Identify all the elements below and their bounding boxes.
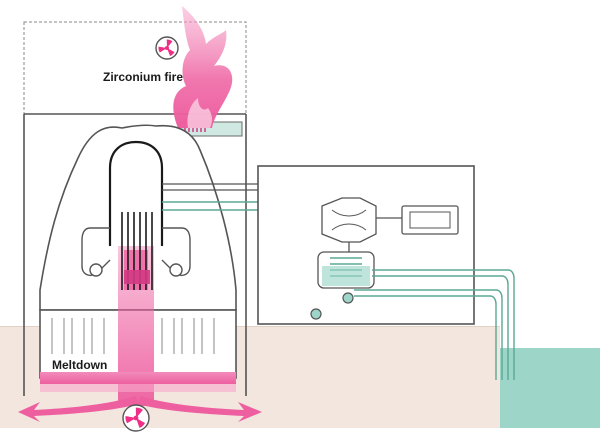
radiation-icon: [155, 36, 179, 60]
generator: [401, 205, 459, 235]
zirconium-fire-label: Zirconium fire: [103, 70, 184, 84]
turbine: [321, 197, 402, 243]
core-fuel: [124, 270, 150, 284]
radiation-icon: [122, 404, 150, 432]
turbine-building: [257, 165, 475, 325]
recirculation-loops: [81, 227, 191, 277]
reactor-pressure-vessel: [108, 140, 164, 246]
feedwater-pumps: [310, 292, 354, 320]
meltdown-pool: [40, 372, 236, 392]
zirconium-fire-flame: [173, 6, 233, 128]
cooling-water-pipes: [354, 269, 515, 380]
radiation-release-arrows: [18, 396, 262, 422]
meltdown-label: Meltdown: [52, 358, 108, 372]
cooling-water-pond: [500, 348, 600, 428]
